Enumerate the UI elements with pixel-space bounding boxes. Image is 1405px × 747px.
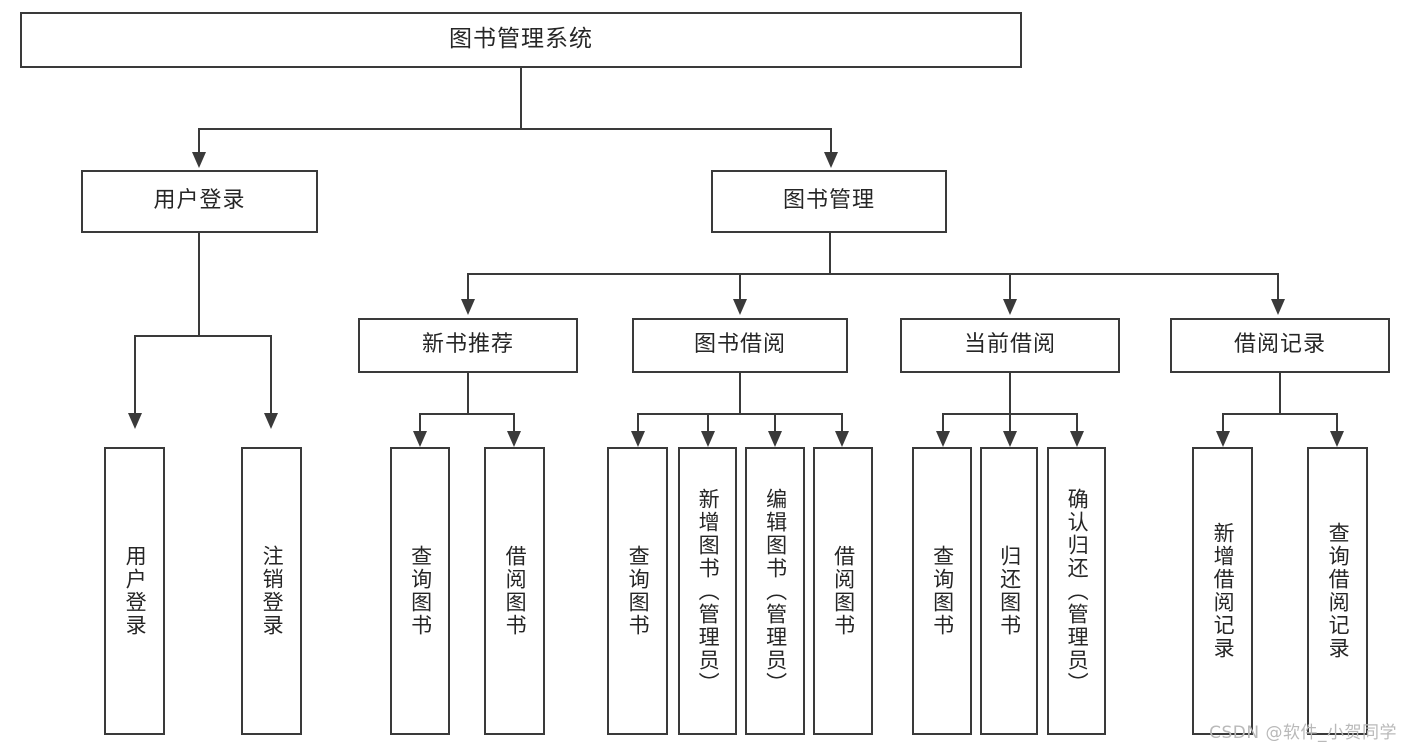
connector-user-login-stem	[198, 233, 200, 335]
connector-borrow-record-stem	[1279, 373, 1281, 413]
node-new-book-recommend[interactable]: 新书推荐	[358, 318, 578, 373]
arrow-leaf-br-1	[1216, 431, 1230, 447]
connector-drop-new-book	[467, 273, 469, 301]
node-book-manage[interactable]: 图书管理	[711, 170, 947, 233]
leaf-user-login-2[interactable]: 注销登录	[241, 447, 302, 735]
leaf-new-book-2[interactable]: 借阅图书	[484, 447, 545, 735]
node-label: 注销登录	[260, 545, 285, 637]
connector-drop-bb-4	[841, 413, 843, 433]
connector-level1-bus	[198, 128, 832, 130]
connector-drop-book-borrow	[739, 273, 741, 301]
node-label: 归还图书	[997, 545, 1022, 637]
leaf-book-borrow-2[interactable]: 新增图书（管理员）	[678, 447, 737, 735]
arrow-leaf-user-login-2	[264, 413, 278, 429]
node-label: 借阅图书	[831, 545, 856, 637]
leaf-book-borrow-1[interactable]: 查询图书	[607, 447, 668, 735]
arrow-leaf-bb-3	[768, 431, 782, 447]
connector-new-book-stem	[467, 373, 469, 413]
connector-drop-bb-1	[637, 413, 639, 433]
connector-new-book-bus	[419, 413, 515, 415]
leaf-book-borrow-3[interactable]: 编辑图书（管理员）	[745, 447, 805, 735]
arrow-leaf-cb-1	[936, 431, 950, 447]
connector-book-manage-stem	[829, 233, 831, 273]
node-label: 查询借阅记录	[1326, 522, 1351, 660]
node-label: 确认归还（管理员）	[1065, 487, 1090, 695]
arrow-leaf-cb-3	[1070, 431, 1084, 447]
node-user-login[interactable]: 用户登录	[81, 170, 318, 233]
arrow-leaf-user-login-1	[128, 413, 142, 429]
leaf-new-book-1[interactable]: 查询图书	[390, 447, 450, 735]
leaf-user-login-1[interactable]: 用户登录	[104, 447, 165, 735]
leaf-book-borrow-4[interactable]: 借阅图书	[813, 447, 873, 735]
connector-level3-bus	[467, 273, 1279, 275]
node-label: 新增借阅记录	[1211, 522, 1236, 660]
connector-drop-nb-1	[419, 413, 421, 433]
connector-borrow-record-bus	[1222, 413, 1338, 415]
node-label: 图书借阅	[693, 332, 786, 358]
connector-user-login-bus	[134, 335, 272, 337]
arrow-book-manage	[824, 152, 838, 168]
connector-drop-user-login	[198, 128, 200, 154]
leaf-borrow-record-2[interactable]: 查询借阅记录	[1307, 447, 1368, 735]
connector-drop-bb-2	[707, 413, 709, 433]
arrow-leaf-nb-2	[507, 431, 521, 447]
connector-drop-bb-3	[774, 413, 776, 433]
arrow-leaf-bb-2	[701, 431, 715, 447]
node-label: 图书管理系统	[449, 26, 593, 53]
connector-drop-cb-2	[1009, 413, 1011, 433]
node-label: 查询图书	[930, 545, 955, 637]
arrow-leaf-br-2	[1330, 431, 1344, 447]
node-label: 用户登录	[153, 188, 246, 214]
connector-drop-book-manage	[830, 128, 832, 154]
connector-drop-cb-1	[942, 413, 944, 433]
arrow-leaf-bb-4	[835, 431, 849, 447]
arrow-book-borrow	[733, 299, 747, 315]
node-label: 编辑图书（管理员）	[763, 487, 788, 695]
node-label: 当前借阅	[963, 332, 1056, 358]
connector-drop-nb-2	[513, 413, 515, 433]
node-label: 查询图书	[408, 545, 433, 637]
node-root-system[interactable]: 图书管理系统	[20, 12, 1022, 68]
arrow-user-login	[192, 152, 206, 168]
node-book-borrow[interactable]: 图书借阅	[632, 318, 848, 373]
node-label: 新书推荐	[421, 332, 514, 358]
connector-book-borrow-stem	[739, 373, 741, 413]
arrow-borrow-record	[1271, 299, 1285, 315]
connector-drop-cb-3	[1076, 413, 1078, 433]
node-borrow-record[interactable]: 借阅记录	[1170, 318, 1390, 373]
leaf-current-borrow-2[interactable]: 归还图书	[980, 447, 1038, 735]
connector-drop-leaf-user-login-2	[270, 335, 272, 415]
arrow-leaf-cb-2	[1003, 431, 1017, 447]
leaf-current-borrow-3[interactable]: 确认归还（管理员）	[1047, 447, 1106, 735]
connector-current-borrow-stem	[1009, 373, 1011, 413]
leaf-borrow-record-1[interactable]: 新增借阅记录	[1192, 447, 1253, 735]
node-current-borrow[interactable]: 当前借阅	[900, 318, 1120, 373]
node-label: 图书管理	[782, 188, 875, 214]
connector-drop-leaf-user-login-1	[134, 335, 136, 415]
connector-drop-br-2	[1336, 413, 1338, 433]
connector-drop-br-1	[1222, 413, 1224, 433]
node-label: 借阅记录	[1233, 332, 1326, 358]
node-label: 用户登录	[123, 545, 148, 637]
arrow-new-book-recommend	[461, 299, 475, 315]
arrow-current-borrow	[1003, 299, 1017, 315]
connector-drop-current-borrow	[1009, 273, 1011, 301]
arrow-leaf-nb-1	[413, 431, 427, 447]
connector-book-borrow-bus	[637, 413, 843, 415]
node-label: 查询图书	[626, 545, 651, 637]
node-label: 借阅图书	[503, 545, 528, 637]
leaf-current-borrow-1[interactable]: 查询图书	[912, 447, 972, 735]
node-label: 新增图书（管理员）	[696, 487, 721, 695]
connector-drop-borrow-record	[1277, 273, 1279, 301]
arrow-leaf-bb-1	[631, 431, 645, 447]
connector-root-stem	[520, 68, 522, 128]
